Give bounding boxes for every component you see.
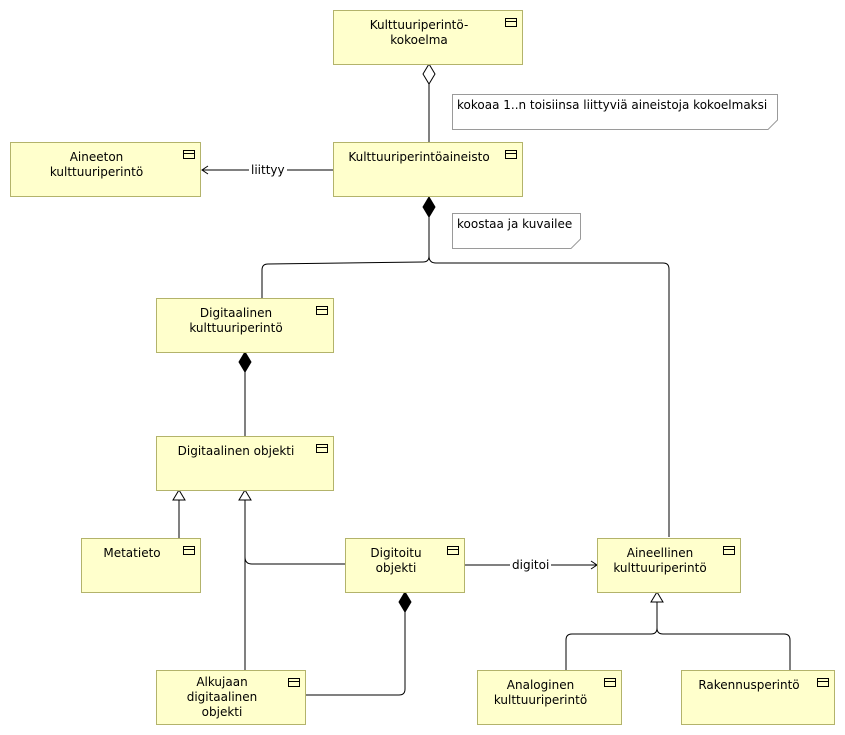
element-digitoitu-objekti[interactable]: Digitoitu objekti	[345, 538, 465, 593]
element-metatieto[interactable]: Metatieto	[81, 538, 201, 593]
element-label: Rakennusperintö	[698, 678, 800, 692]
business-object-icon	[505, 150, 517, 159]
business-object-icon	[723, 546, 735, 555]
element-label: Aineeton kulttuuriperintö	[49, 150, 144, 179]
element-digitaalinen-kulttuuriperinto[interactable]: Digitaalinen kulttuuriperintö	[156, 298, 334, 353]
note-kokoaa[interactable]: kokoaa 1..n toisiinsa liittyviä aineisto…	[452, 94, 778, 130]
element-label: Kulttuuriperintö- kokoelma	[369, 18, 469, 47]
composition-diamond	[238, 351, 252, 373]
business-object-icon	[183, 546, 195, 555]
element-label: Aineellinen kulttuuriperintö	[613, 546, 707, 575]
note-frame	[452, 213, 581, 249]
element-label: Digitoitu objekti	[370, 546, 422, 575]
business-object-icon	[505, 18, 517, 27]
association-arrowhead	[201, 165, 209, 175]
business-object-icon	[316, 306, 328, 315]
composition-line-branch	[428, 255, 670, 537]
business-object-icon	[316, 444, 328, 453]
element-label: Digitaalinen objekti	[177, 444, 295, 458]
element-rakennusperinto[interactable]: Rakennusperintö	[681, 670, 835, 725]
element-kulttuuriperintoaineisto[interactable]: Kulttuuriperintöaineisto	[333, 142, 523, 197]
element-alkujaan-digitaalinen-objekti[interactable]: Alkujaan digitaalinen objekti	[156, 670, 306, 725]
note-koostaa[interactable]: koostaa ja kuvailee	[452, 213, 581, 249]
specialization-line	[244, 556, 345, 565]
composition-line-main	[261, 217, 430, 298]
business-object-icon	[447, 546, 459, 555]
specialization-line	[656, 627, 791, 670]
specialization-triangle	[238, 489, 252, 501]
element-aineeton-kulttuuriperinto[interactable]: Aineeton kulttuuriperintö	[10, 142, 201, 197]
element-label: Digitaalinen kulttuuriperintö	[189, 306, 283, 335]
specialization-line	[565, 602, 658, 670]
composition-diamond	[398, 591, 412, 613]
element-kulttuuriperinto-kokoelma[interactable]: Kulttuuriperintö- kokoelma	[333, 10, 523, 65]
element-analoginen-kulttuuriperinto[interactable]: Analoginen kulttuuriperintö	[477, 670, 622, 725]
business-object-icon	[288, 678, 300, 687]
relation-label-liittyy: liittyy	[249, 163, 287, 177]
note-frame	[452, 94, 778, 130]
business-object-icon	[183, 150, 195, 159]
element-digitaalinen-objekti[interactable]: Digitaalinen objekti	[156, 436, 334, 491]
aggregation-diamond	[422, 63, 436, 85]
relation-label-digitoi: digitoi	[510, 558, 552, 572]
composition-line	[305, 612, 406, 696]
business-object-icon	[817, 678, 829, 687]
element-label: Kulttuuriperintöaineisto	[348, 150, 490, 164]
note-text: koostaa ja kuvailee	[457, 217, 573, 231]
composition-diamond	[422, 196, 436, 218]
element-label: Alkujaan digitaalinen objekti	[186, 675, 258, 719]
note-text: kokoaa 1..n toisiinsa liittyviä aineisto…	[457, 98, 768, 112]
specialization-triangle	[650, 591, 664, 603]
specialization-triangle	[172, 489, 186, 501]
element-aineellinen-kulttuuriperinto[interactable]: Aineellinen kulttuuriperintö	[597, 538, 741, 593]
element-label: Analoginen kulttuuriperintö	[493, 678, 588, 707]
element-label: Metatieto	[103, 546, 161, 560]
business-object-icon	[604, 678, 616, 687]
